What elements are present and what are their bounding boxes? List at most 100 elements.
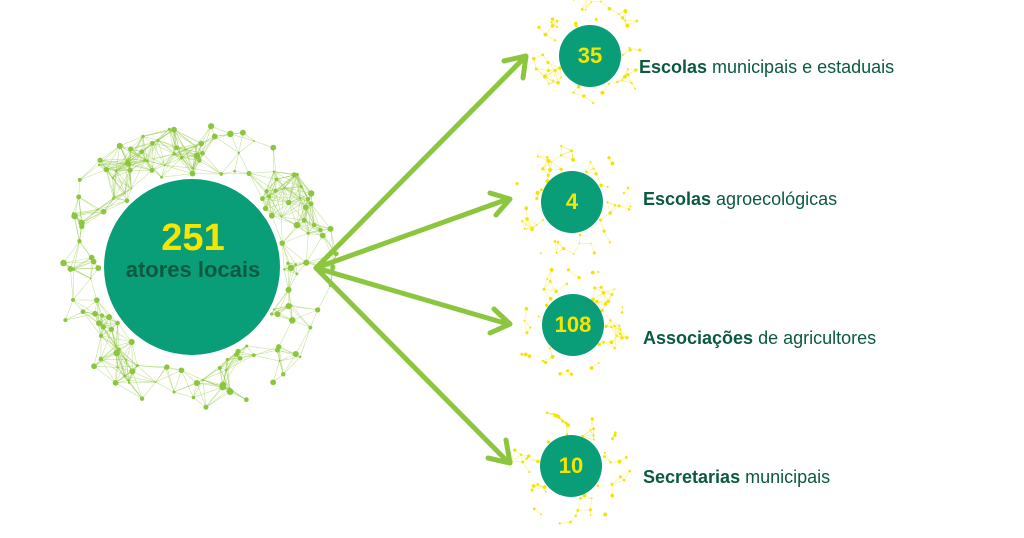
- node-label-1-bold: Escolas: [639, 57, 708, 77]
- node-2-network-link: [524, 224, 537, 230]
- node-2-network-dot: [515, 181, 519, 186]
- hub-network-link: [78, 196, 104, 212]
- node-3-network-dot: [550, 354, 555, 359]
- hub-network-link: [282, 220, 305, 244]
- node-4-network-dot: [610, 437, 614, 441]
- hub-network-link: [98, 158, 129, 166]
- node-4-network-link: [623, 470, 630, 481]
- hub-network-link: [192, 167, 222, 175]
- node-4-network-dot: [590, 497, 593, 500]
- hub-network-link: [118, 349, 125, 377]
- node-2-network-dot: [627, 208, 631, 211]
- hub-network-link: [238, 152, 250, 174]
- hub-network-dot: [127, 379, 130, 382]
- hub-network-link: [131, 170, 153, 189]
- hub-network-link: [94, 365, 118, 368]
- node-2-network-dot: [525, 217, 529, 221]
- hub-network-dot: [217, 365, 222, 370]
- node-4-network-link: [511, 461, 523, 463]
- hub-network-link: [193, 397, 207, 408]
- hub-network-dot: [178, 367, 185, 374]
- node-2-network-link: [560, 150, 572, 156]
- node-3-network-dot: [546, 278, 549, 280]
- hub-network-link: [132, 371, 156, 383]
- hub-network-link: [281, 243, 285, 270]
- node-4-network-dot: [539, 513, 542, 516]
- hub-network-dot: [127, 158, 130, 160]
- hub-network-link: [72, 278, 91, 301]
- hub-network-link: [202, 136, 215, 154]
- hub-network-dot: [116, 366, 119, 369]
- hub-network-link: [142, 136, 159, 141]
- hub-network-link: [310, 193, 315, 226]
- hub-network-link: [201, 126, 212, 144]
- hub-network-link: [131, 341, 138, 366]
- node-2-network-link: [586, 168, 594, 173]
- node-4-network-dot: [610, 493, 615, 498]
- node-1-network-dot: [625, 23, 630, 28]
- node-3-network-dot: [591, 297, 595, 302]
- node-1-network-dot: [546, 68, 550, 73]
- hub-network-link: [81, 211, 104, 227]
- hub-network-link: [119, 145, 148, 162]
- node-4-network-dot: [566, 423, 571, 428]
- hub-network-link: [173, 129, 175, 154]
- node-1-network-dot: [607, 6, 612, 11]
- node-3-network-dot: [544, 303, 549, 307]
- hub-network-dot: [156, 139, 160, 142]
- node-1-network-link: [553, 76, 562, 82]
- node-3-network-dot: [593, 286, 597, 290]
- hub-network-dot: [285, 303, 292, 310]
- node-1-network-dot: [624, 19, 627, 22]
- hub-network-link: [273, 309, 293, 321]
- node-4-network-dot: [592, 434, 595, 437]
- hub-network-link: [117, 341, 132, 368]
- node-2-network-link: [600, 212, 611, 221]
- node-3-network-link: [592, 288, 595, 300]
- node-2-network-dot: [626, 186, 630, 190]
- hub-network-dot: [315, 307, 321, 313]
- hub-network-link: [253, 346, 279, 356]
- node-2-network-dot: [553, 240, 557, 243]
- hub-network-link: [144, 140, 159, 161]
- node-4-network-dot: [617, 459, 622, 464]
- node-1-network-link: [609, 8, 619, 15]
- hub-network-link: [173, 391, 194, 398]
- hub-network-dot: [273, 188, 278, 193]
- node-2-network-dot: [606, 185, 609, 188]
- node-1-network-dot: [599, 0, 602, 3]
- hub-network-link: [106, 158, 129, 170]
- node-2-network-link: [607, 202, 611, 214]
- hub-network-dot: [125, 358, 128, 361]
- hub-network-link: [152, 143, 175, 155]
- node-2-network-dot: [610, 161, 615, 166]
- arrow-to-node-3: [313, 265, 511, 327]
- hub-network-dot: [111, 176, 114, 179]
- node-2-network-dot: [602, 229, 606, 233]
- node-3-network-link: [524, 320, 528, 333]
- hub-network-link: [219, 354, 237, 369]
- hub-network-dot: [80, 220, 84, 225]
- hub-network-link: [165, 367, 175, 393]
- hub-network-link: [103, 200, 128, 212]
- node-4-network-dot: [603, 451, 606, 454]
- hub-network-link: [248, 173, 276, 191]
- hub-network-link: [288, 202, 306, 208]
- node-2-network-link: [573, 243, 580, 255]
- node-4-network-link: [526, 458, 539, 462]
- hub-network-dot: [154, 381, 157, 383]
- hub-network-link: [310, 309, 318, 328]
- node-4-network-dot: [589, 513, 592, 516]
- hub-network-link: [142, 136, 148, 162]
- hub-network-dot: [287, 264, 295, 272]
- node-1-network-dot: [532, 56, 536, 61]
- node-2-network-link: [609, 205, 620, 214]
- node-4-network-link: [611, 479, 625, 485]
- hub-network-link: [147, 143, 153, 162]
- hub-network-link: [192, 153, 203, 174]
- hub-network-link: [185, 149, 193, 174]
- hub-network-link: [93, 345, 116, 367]
- node-2-network-dot: [570, 149, 573, 153]
- hub-network-link: [288, 202, 298, 226]
- hub-network-link: [196, 136, 215, 157]
